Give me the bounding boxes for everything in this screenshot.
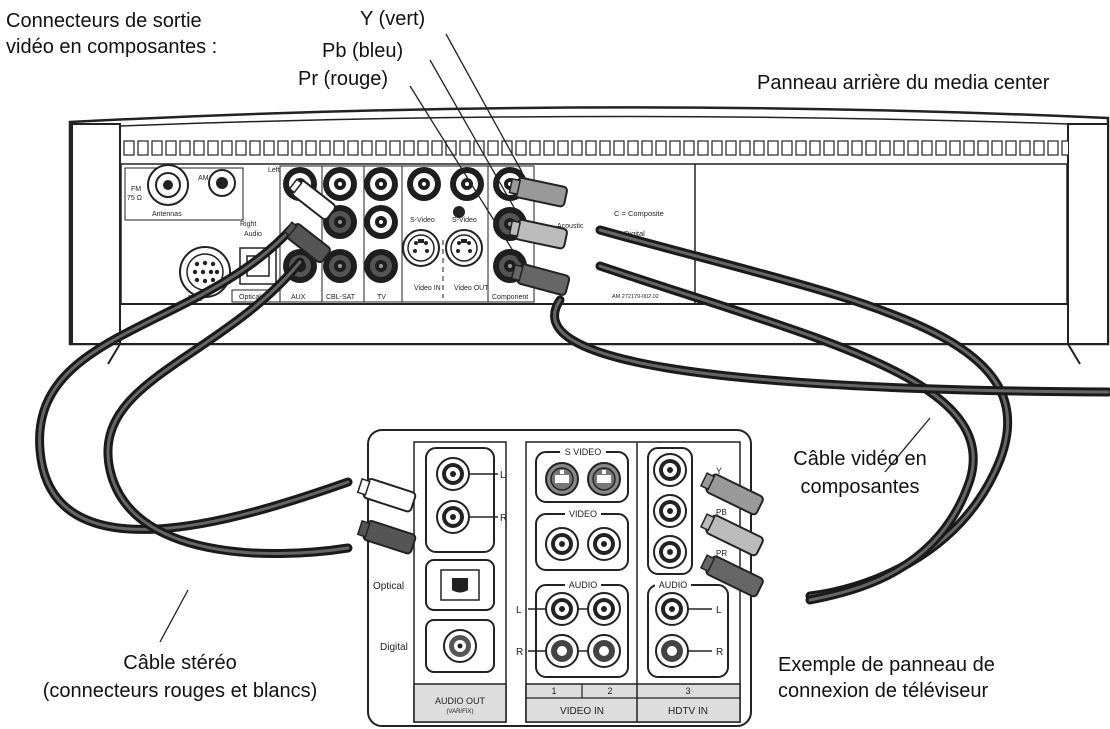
- component-label: Component: [492, 294, 528, 301]
- hdtv-y-label: Y: [716, 466, 722, 476]
- cbl-sat-label: CBL-SAT: [326, 294, 356, 301]
- component-plugs: [508, 176, 764, 598]
- audio-in-l-label: L: [516, 605, 522, 616]
- video-in-label-mc: Video IN: [414, 285, 441, 292]
- fm-label: FM: [131, 186, 141, 193]
- part-number: AM 272179-002 02: [612, 294, 659, 300]
- svideo-in-label: S-Video: [410, 217, 435, 224]
- audio-out-l-label: L: [500, 470, 506, 481]
- stereo-cable-callout-line1: Câble stéréo: [123, 652, 237, 674]
- output-connectors-callout-line1: Connecteurs de sortie: [6, 10, 202, 32]
- audio-out-r-label: R: [500, 513, 507, 524]
- input-number-3: 3: [685, 686, 690, 696]
- component-cable: [550, 225, 1110, 605]
- rear-panel-callout: Panneau arrière du media center: [757, 72, 1050, 94]
- optical-label-tv: Optical: [373, 581, 404, 592]
- tv-label-mc: TV: [377, 294, 386, 301]
- component-cable-callout-line1: Câble vidéo en: [793, 448, 927, 470]
- leader-lines: [159, 33, 931, 643]
- input-number-2: 2: [607, 686, 612, 696]
- stereo-cable-callout-line2: (connecteurs rouges et blancs): [42, 680, 318, 702]
- audio-label-tv: AUDIO: [569, 580, 598, 590]
- audio-in-r-label: R: [516, 647, 523, 658]
- var-fix-label: (VAR/FIX): [447, 709, 474, 715]
- fm-ohm-label: 75 Ω: [127, 195, 142, 202]
- left-label: Left: [268, 167, 280, 174]
- hdtv-pr-label: PR: [716, 549, 727, 558]
- video-out-label-mc: Video OUT: [454, 285, 489, 292]
- audio-hdtv-label: AUDIO: [659, 580, 688, 590]
- tv-example-callout-line2: connexion de téléviseur: [778, 680, 989, 702]
- tv-connection-panel: L R Optical Digital AUDIO OUT (VAR/FIX) …: [367, 429, 752, 727]
- s-video-label: S VIDEO: [565, 447, 602, 457]
- hdtv-in-label: HDTV IN: [668, 706, 708, 717]
- acoustic-label: Acoustic: [557, 223, 584, 230]
- hdtv-pb-label: PB: [716, 508, 727, 517]
- stereo-plugs: [283, 178, 417, 555]
- hdtv-audio-r-label: R: [716, 647, 723, 658]
- output-connectors-callout-line2: vidéo en composantes :: [6, 36, 218, 58]
- digital-label-tv: Digital: [380, 642, 408, 653]
- tv-example-callout-line1: Exemple de panneau de: [778, 654, 995, 676]
- input-number-1: 1: [551, 686, 556, 696]
- audio-label: Audio: [244, 231, 262, 238]
- digital-label-mc: Digital: [624, 229, 645, 238]
- stereo-cable: [35, 223, 353, 559]
- optical-label-mc: Optical: [239, 294, 261, 301]
- am-label: AM: [198, 175, 209, 182]
- component-cable-callout-line2: composantes: [800, 476, 920, 498]
- hdtv-audio-l-label: L: [716, 605, 722, 616]
- video-in-label-tv: VIDEO IN: [560, 706, 604, 717]
- audio-out-label: AUDIO OUT: [435, 696, 486, 706]
- video-label: VIDEO: [569, 509, 597, 519]
- pr-red-callout: Pr (rouge): [298, 68, 389, 90]
- y-green-callout: Y (vert): [360, 8, 426, 30]
- aux-label: AUX: [291, 294, 306, 301]
- svideo-out-label: S-Video: [452, 217, 477, 224]
- composite-note: C = Composite: [614, 209, 664, 218]
- right-label-audio: Right: [240, 221, 256, 228]
- pb-blue-callout: Pb (bleu): [322, 40, 404, 62]
- antennas-label: Antennas: [152, 211, 182, 218]
